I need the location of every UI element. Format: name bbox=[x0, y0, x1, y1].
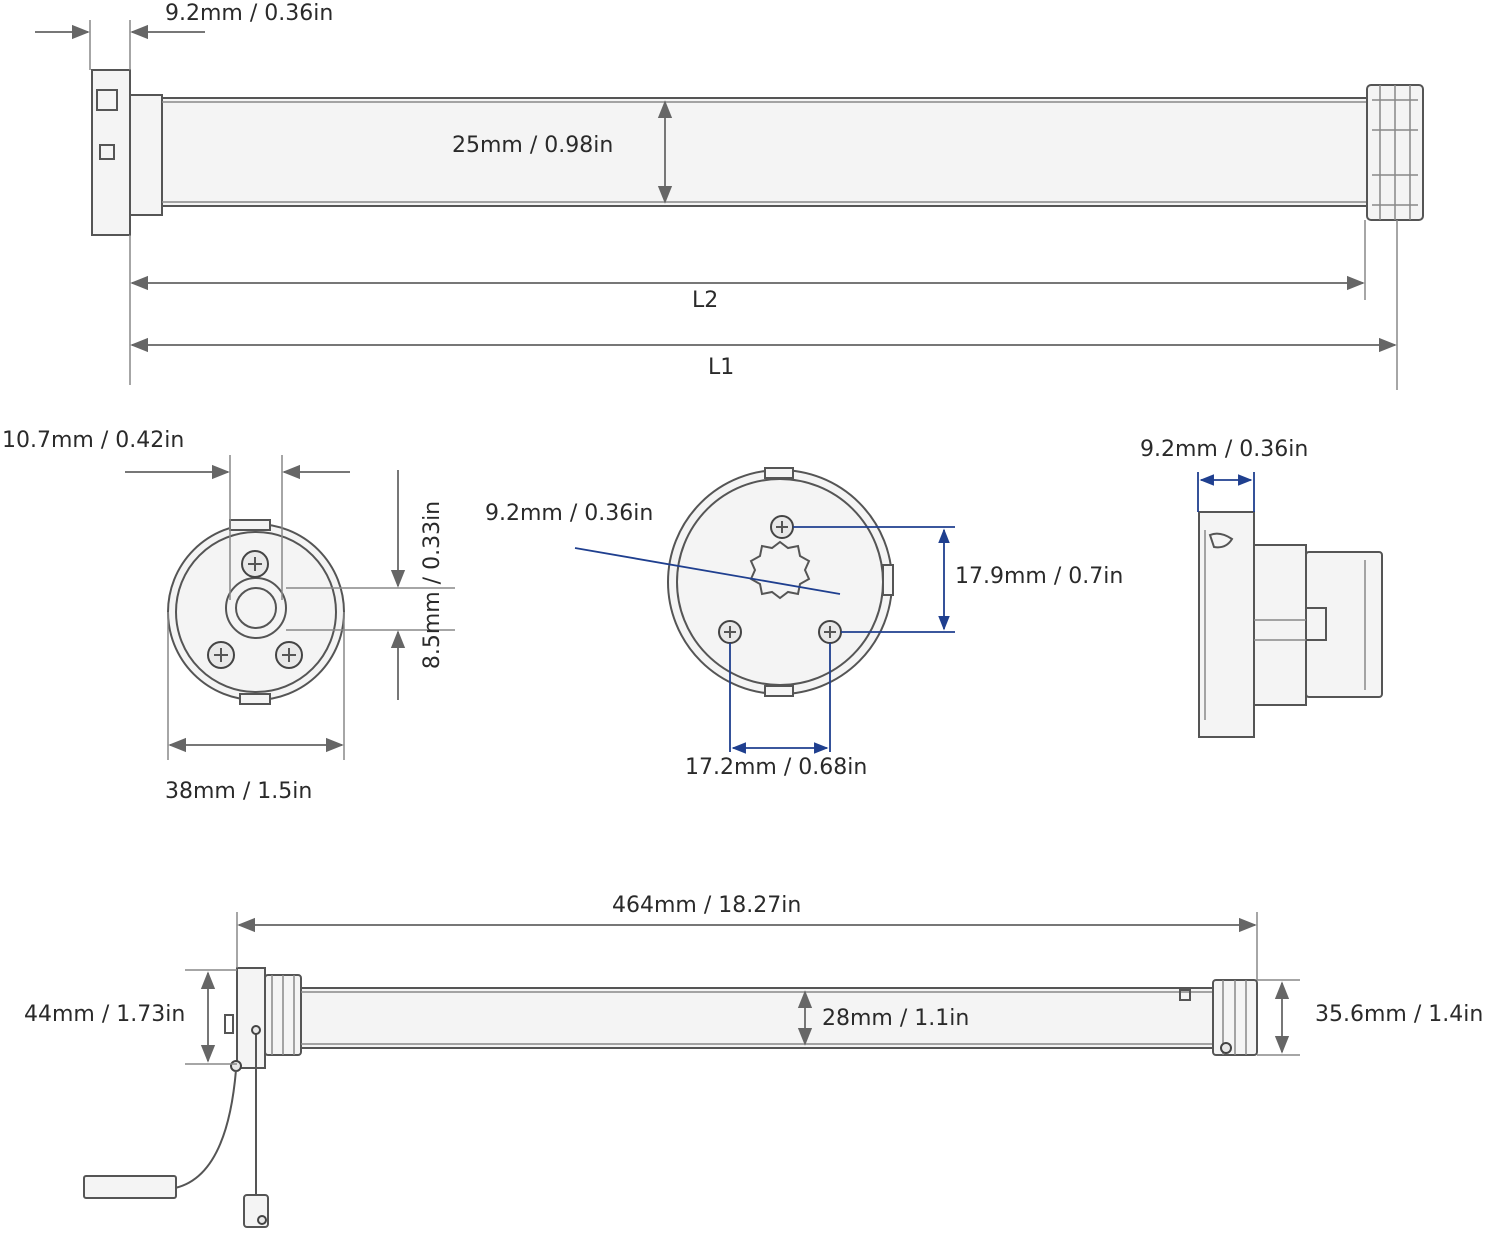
bottom-motor-head bbox=[236, 967, 266, 1069]
head-height-label: 44mm / 1.73in bbox=[24, 1002, 186, 1027]
top-motor-switch bbox=[99, 144, 115, 160]
top-motor-view bbox=[35, 20, 1424, 390]
side-head-width-label: 9.2mm / 0.36in bbox=[1140, 437, 1309, 462]
head-front-view bbox=[125, 455, 455, 760]
top-motor-collar bbox=[129, 94, 163, 216]
cable-plug bbox=[83, 1175, 177, 1199]
crown-spline-shaft bbox=[749, 540, 811, 600]
l2-label: L2 bbox=[692, 288, 719, 313]
bottom-motor-tube bbox=[300, 987, 1214, 1049]
slot-height-label: 8.5mm / 0.33in bbox=[420, 500, 445, 670]
l1-label: L1 bbox=[708, 355, 735, 380]
top-tube-diameter-label: 25mm / 0.98in bbox=[452, 133, 614, 158]
head-diameter-label: 38mm / 1.5in bbox=[165, 779, 313, 804]
top-motor-socket bbox=[96, 89, 118, 111]
hole-horizontal-label: 17.2mm / 0.68in bbox=[685, 755, 868, 780]
side-head-view bbox=[1197, 472, 1383, 738]
shaft-diameter-label: 9.2mm / 0.36in bbox=[485, 501, 654, 526]
total-length-label: 464mm / 18.27in bbox=[612, 893, 802, 918]
hole-vertical-label: 17.9mm / 0.7in bbox=[955, 564, 1124, 589]
crown-offset-label: 10.7mm / 0.42in bbox=[2, 428, 185, 453]
crown-diameter-label: 35.6mm / 1.4in bbox=[1315, 1002, 1484, 1027]
bottom-motor-view bbox=[83, 912, 1300, 1228]
bottom-tube-diameter-label: 28mm / 1.1in bbox=[822, 1006, 970, 1031]
top-motor-tube bbox=[161, 97, 1368, 207]
power-cable bbox=[174, 1069, 237, 1189]
crown-front-view bbox=[574, 467, 955, 754]
top-end-width-label: 9.2mm / 0.36in bbox=[165, 1, 334, 26]
top-motor-end-cap bbox=[91, 69, 131, 236]
